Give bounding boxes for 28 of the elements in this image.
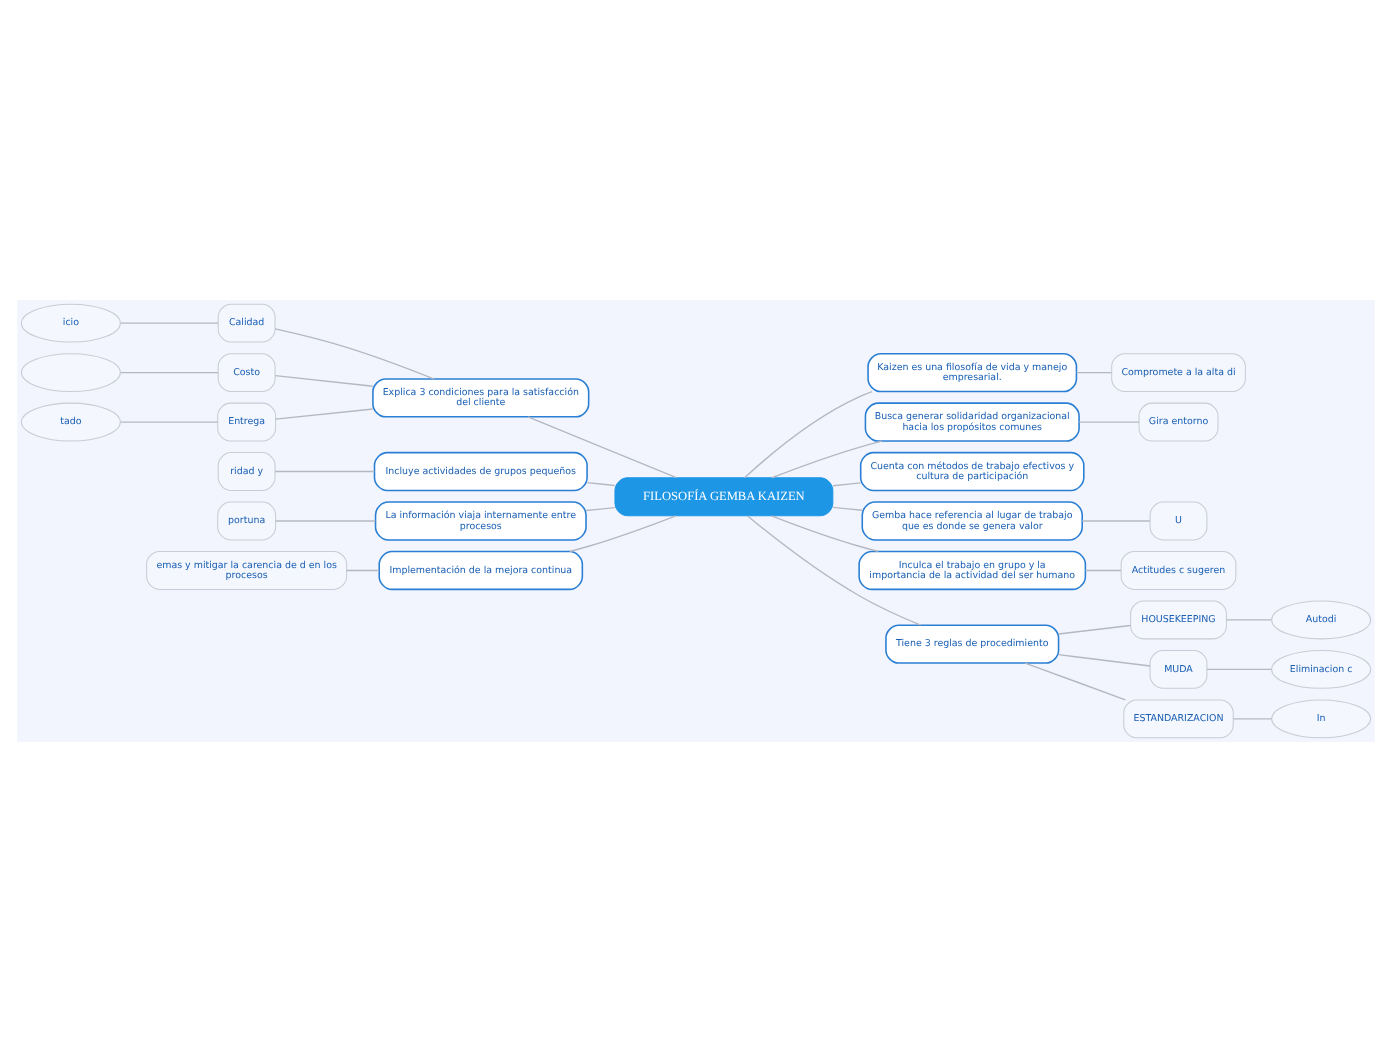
connector (527, 415, 678, 478)
connector (743, 389, 873, 478)
connector (832, 481, 862, 486)
connector (1024, 661, 1127, 700)
connector (746, 514, 922, 625)
connector (1232, 717, 1273, 719)
connector (346, 568, 380, 571)
connector (771, 439, 883, 478)
connector (274, 469, 376, 472)
connector (1075, 370, 1113, 373)
connector (1058, 653, 1151, 666)
connector (1078, 420, 1140, 422)
connector (1081, 519, 1151, 521)
connector (1084, 568, 1122, 571)
connector (1058, 623, 1132, 634)
connector (120, 420, 219, 422)
connector (274, 327, 435, 379)
connector (275, 407, 374, 419)
connector (1226, 618, 1273, 620)
connector (586, 480, 616, 486)
connector (832, 505, 863, 510)
connector (274, 373, 374, 386)
connector (1206, 667, 1273, 670)
connector (585, 505, 616, 511)
connector (275, 519, 376, 521)
connector (120, 321, 219, 323)
connector (120, 370, 219, 373)
node-ellipse (20, 352, 121, 392)
